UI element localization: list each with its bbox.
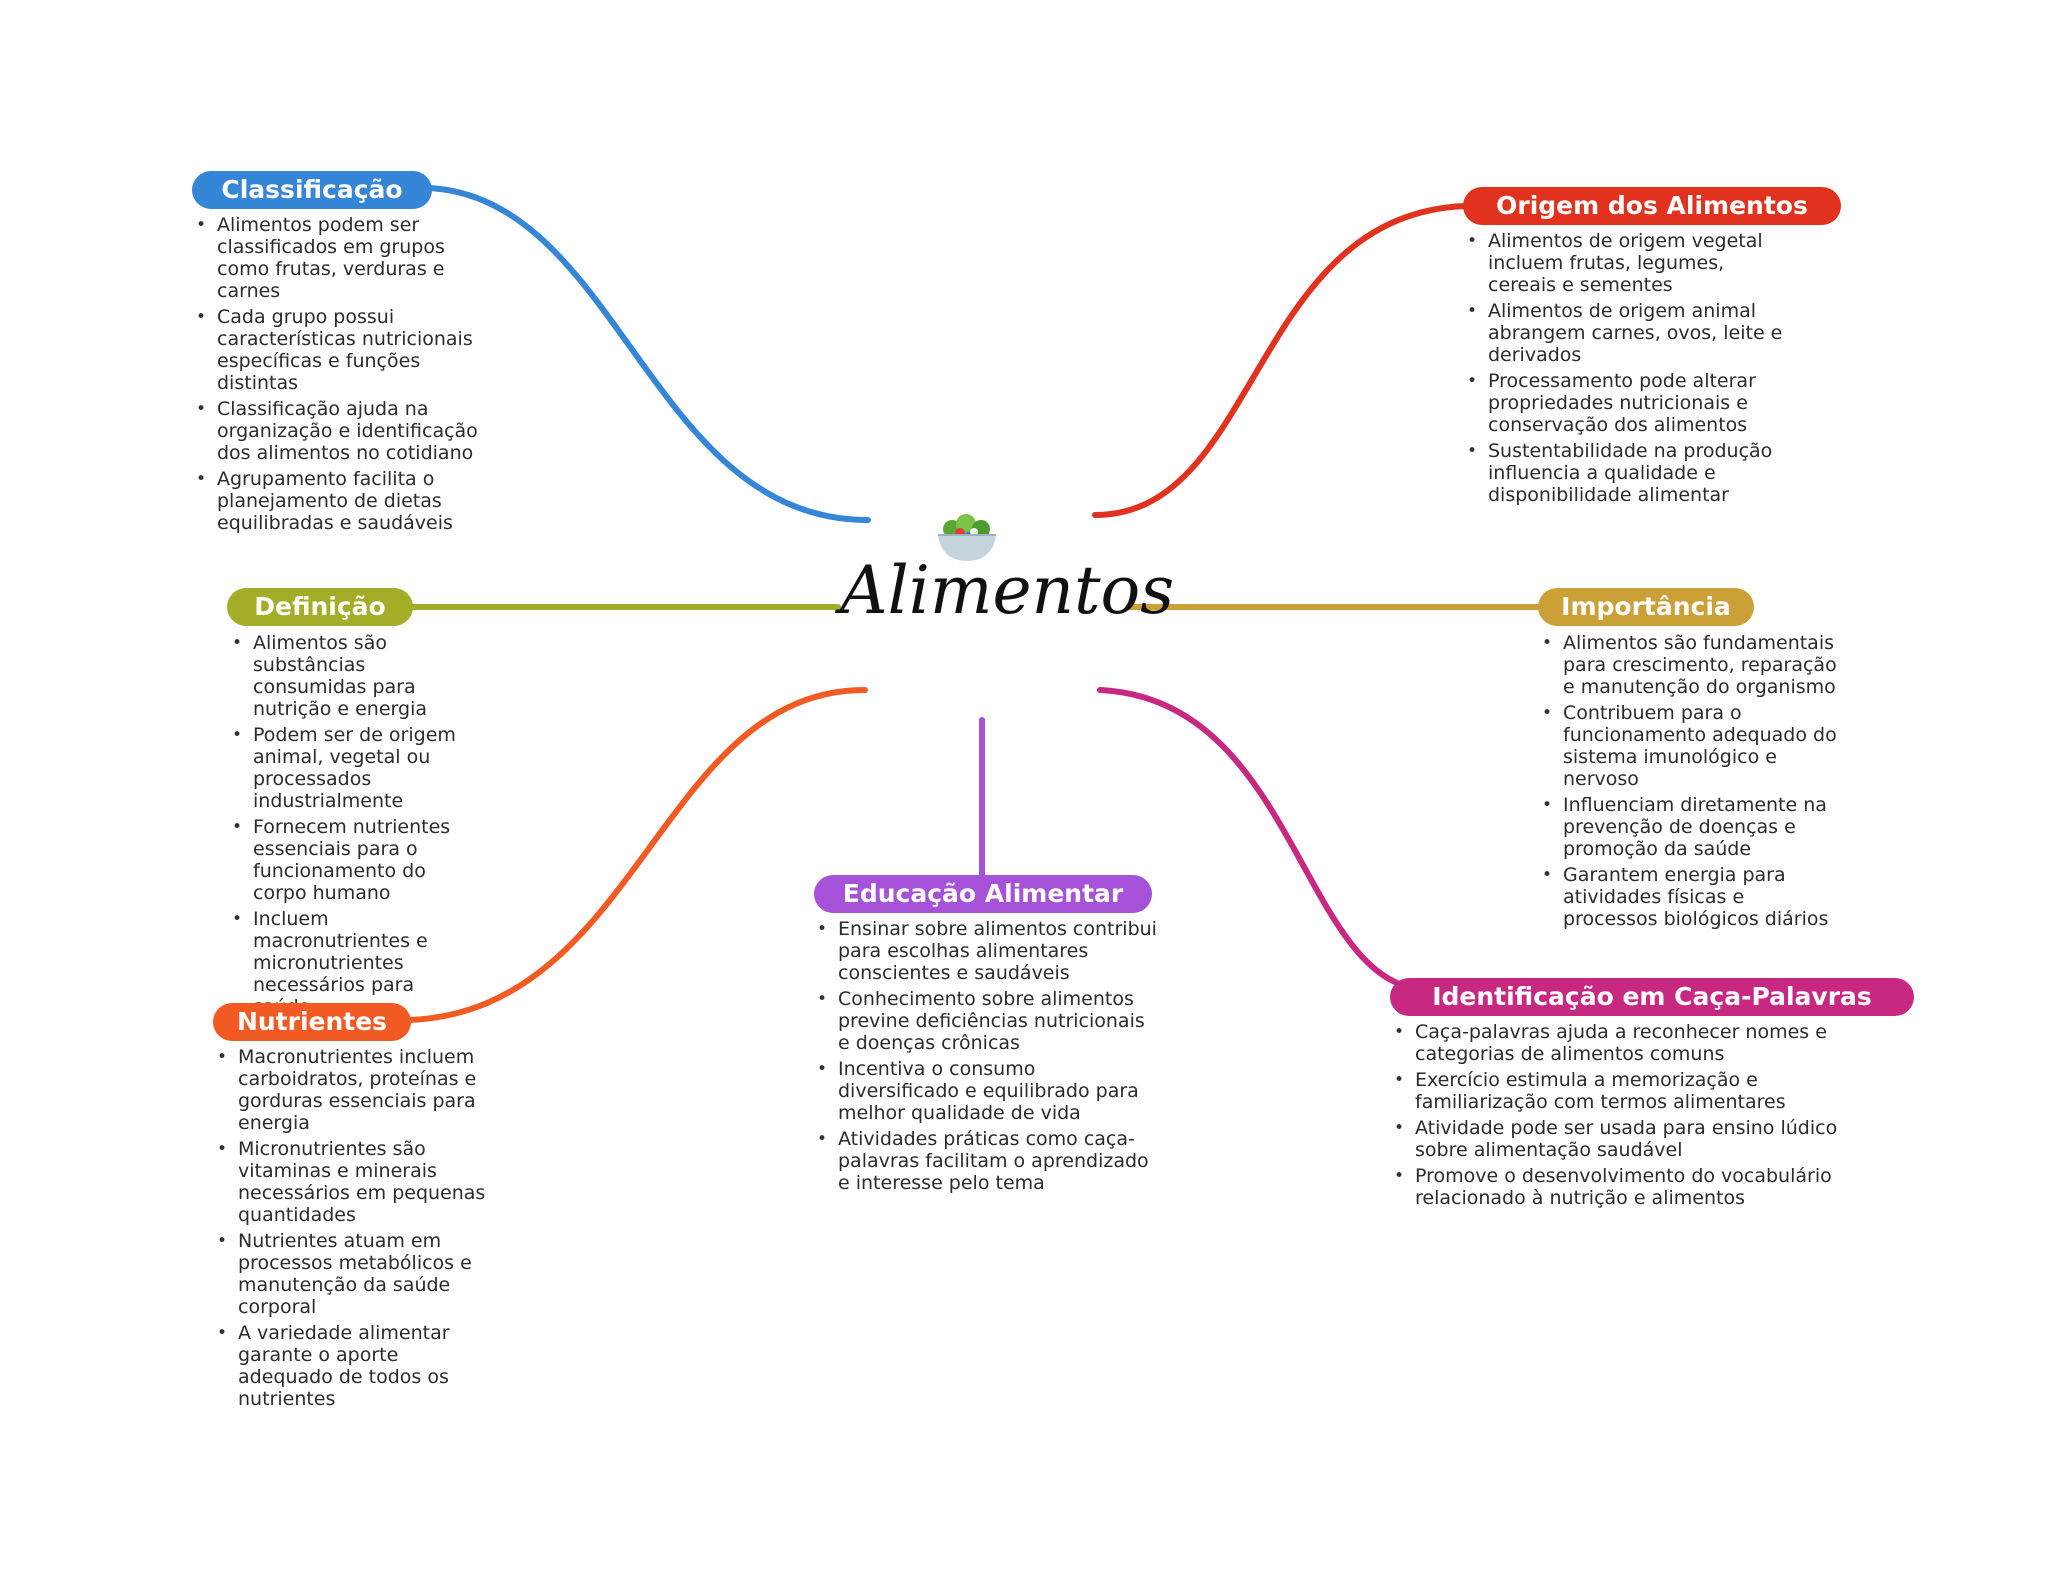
list-item: Fornecem nutrientes essenciais para o fu… — [228, 816, 468, 904]
topic-nutrientes[interactable]: Nutrientes — [213, 1003, 411, 1041]
items-classificacao: Alimentos podem ser classificados em gru… — [192, 214, 482, 538]
connector-identificacao — [1097, 687, 1433, 993]
list-item: Agrupamento facilita o planejamento de d… — [192, 468, 482, 534]
list-item: Garantem energia para atividades físicas… — [1538, 864, 1838, 930]
list-item: A variedade alimentar garante o aporte a… — [213, 1322, 493, 1410]
list-item: Alimentos podem ser classificados em gru… — [192, 214, 482, 302]
items-importancia: Alimentos são fundamentais para crescime… — [1538, 632, 1838, 934]
list-item: Micronutrientes são vitaminas e minerais… — [213, 1138, 493, 1226]
list-item: Conhecimento sobre alimentos previne def… — [813, 988, 1158, 1054]
list-item: Processamento pode alterar propriedades … — [1463, 370, 1793, 436]
central-topic[interactable]: Alimentos — [840, 552, 1175, 629]
list-item: Exercício estimula a memorização e famil… — [1390, 1069, 1850, 1113]
list-item: Macronutrientes incluem carboidratos, pr… — [213, 1046, 493, 1134]
items-definicao: Alimentos são substâncias consumidas par… — [228, 632, 468, 1022]
list-item: Atividades práticas como caça-palavras f… — [813, 1128, 1158, 1194]
salad-bowl-icon — [938, 514, 996, 561]
items-educacao-alimentar: Ensinar sobre alimentos contribui para e… — [813, 918, 1158, 1198]
topic-label: Origem dos Alimentos — [1496, 191, 1808, 220]
list-item: Incluem macronutrientes e micronutriente… — [228, 908, 468, 1018]
list-item: Alimentos são fundamentais para crescime… — [1538, 632, 1838, 698]
list-item: Nutrientes atuam em processos metabólico… — [213, 1230, 493, 1318]
topic-definicao[interactable]: Definição — [227, 588, 413, 626]
list-item: Incentiva o consumo diversificado e equi… — [813, 1058, 1158, 1124]
topic-label: Definição — [254, 592, 386, 621]
topic-identificacao-caca-palavras[interactable]: Identificação em Caça-Palavras — [1390, 978, 1914, 1016]
connector-nutrientes — [407, 687, 868, 1023]
list-item: Ensinar sobre alimentos contribui para e… — [813, 918, 1158, 984]
items-origem-dos-alimentos: Alimentos de origem vegetal incluem frut… — [1463, 230, 1793, 510]
list-item: Classificação ajuda na organização e ide… — [192, 398, 482, 464]
connector-classificacao — [427, 185, 871, 523]
list-item: Caça-palavras ajuda a reconhecer nomes e… — [1390, 1021, 1850, 1065]
connector-origem — [1092, 203, 1468, 518]
items-nutrientes: Macronutrientes incluem carboidratos, pr… — [213, 1046, 493, 1414]
list-item: Contribuem para o funcionamento adequado… — [1538, 702, 1838, 790]
topic-classificacao[interactable]: Classificação — [192, 171, 432, 209]
list-item: Promove o desenvolvimento do vocabulário… — [1390, 1165, 1850, 1209]
list-item: Alimentos são substâncias consumidas par… — [228, 632, 468, 720]
items-identificacao-caca-palavras: Caça-palavras ajuda a reconhecer nomes e… — [1390, 1021, 1850, 1213]
topic-label: Nutrientes — [236, 1007, 388, 1036]
list-item: Atividade pode ser usada para ensino lúd… — [1390, 1117, 1850, 1161]
list-item: Sustentabilidade na produção influencia … — [1463, 440, 1793, 506]
topic-label: Educação Alimentar — [842, 879, 1124, 908]
list-item: Alimentos de origem animal abrangem carn… — [1463, 300, 1793, 366]
topic-origem-dos-alimentos[interactable]: Origem dos Alimentos — [1463, 187, 1841, 225]
list-item: Influenciam diretamente na prevenção de … — [1538, 794, 1838, 860]
topic-label: Identificação em Caça-Palavras — [1432, 982, 1872, 1011]
topic-educacao-alimentar[interactable]: Educação Alimentar — [814, 875, 1152, 913]
list-item: Alimentos de origem vegetal incluem frut… — [1463, 230, 1793, 296]
topic-importancia[interactable]: Importância — [1538, 588, 1754, 626]
list-item: Cada grupo possui características nutric… — [192, 306, 482, 394]
topic-label: Classificação — [221, 175, 403, 204]
topic-label: Importância — [1561, 592, 1731, 621]
list-item: Podem ser de origem animal, vegetal ou p… — [228, 724, 468, 812]
